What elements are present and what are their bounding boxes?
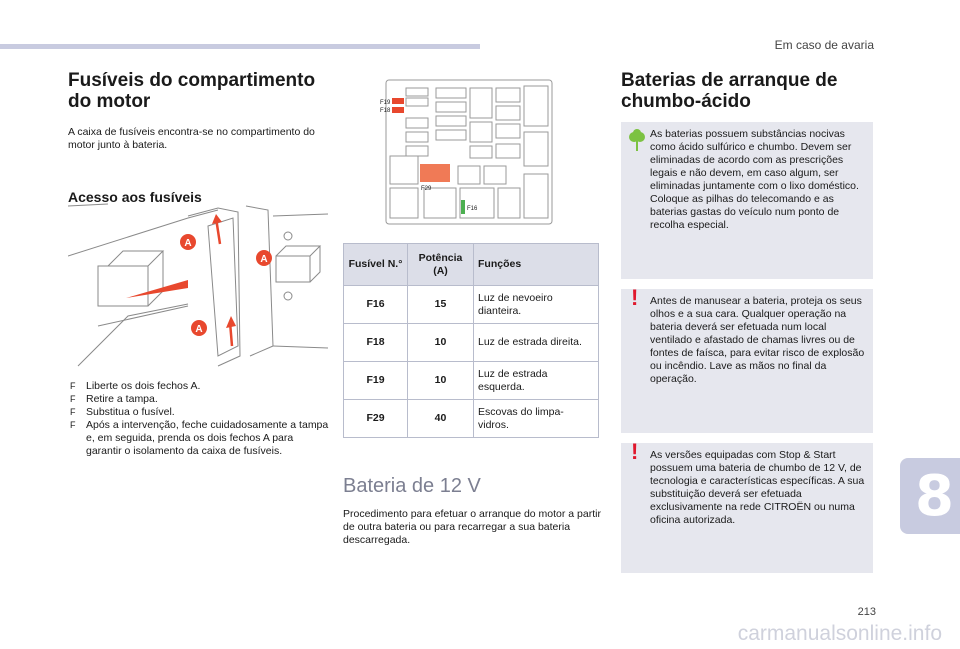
fuse-box-diagram: F19 F18 F29 F16: [380, 79, 553, 225]
stop-start-warning: ! As versões equipadas com Stop & Start …: [621, 439, 873, 573]
table-row: F18 10 Luz de estrada direita.: [343, 323, 599, 362]
fuse-label-f18: F18: [380, 108, 391, 114]
table-header-row: Fusível N.° Potência (A) Funções: [343, 243, 599, 286]
power-cell: 10: [407, 323, 474, 362]
fuse-cell: F29: [343, 399, 408, 438]
fuse-cover-illustration: A A A: [68, 203, 328, 367]
column-header-power: Potência (A): [407, 243, 474, 286]
battery-section-text: Procedimento para efetuar o arranque do …: [343, 508, 601, 546]
environment-notice: As baterias possuem substâncias nocivas …: [621, 122, 873, 279]
fuse-cell: F18: [343, 323, 408, 362]
intro-text: A caixa de fusíveis encontra-se no compa…: [68, 126, 315, 151]
column-header-fuse: Fusível N.°: [343, 243, 408, 286]
fuse-label-f29: F29: [421, 186, 432, 192]
label-a-3: A: [195, 324, 202, 335]
bullet-icon: F: [70, 420, 76, 430]
warning-icon: !: [631, 439, 639, 464]
right-section-title: Baterias de arranque de chumbo-ácido: [621, 70, 838, 112]
column-header-function: Funções: [473, 243, 599, 286]
table-row: F16 15 Luz de nevoeiro dianteira.: [343, 285, 599, 324]
step-text: Substitua o fusível.: [86, 406, 175, 418]
power-cell: 10: [407, 361, 474, 400]
page-title: Fusíveis do compartimento do motor: [68, 70, 316, 112]
bullet-icon: F: [70, 407, 76, 417]
left-column: Fusíveis do compartimento do motor A cai…: [68, 70, 328, 205]
fuse-table: Fusível N.° Potência (A) Funções F16 15 …: [343, 243, 599, 438]
table-row: F19 10 Luz de estrada esquerda.: [343, 361, 599, 400]
watermark: carmanualsonline.info: [737, 622, 942, 645]
header-bar: [0, 44, 480, 49]
fuse-label-f19: F19: [380, 100, 391, 106]
function-cell: Escovas do limpa-vidros.: [473, 399, 599, 438]
fuse-cell: F16: [343, 285, 408, 324]
list-item: F Retire a tampa.: [70, 393, 330, 406]
stop-start-warning-text: As versões equipadas com Stop & Start po…: [650, 449, 865, 526]
chapter-tab: 8: [900, 458, 960, 534]
section-title: Em caso de avaria: [774, 38, 874, 52]
bullet-icon: F: [70, 394, 76, 404]
power-cell: 15: [407, 285, 474, 324]
warning-icon: !: [631, 285, 639, 310]
bullet-icon: F: [70, 381, 76, 391]
function-cell: Luz de nevoeiro dianteira.: [473, 285, 599, 324]
list-item: F Substitua o fusível.: [70, 406, 330, 419]
step-text: Retire a tampa.: [86, 393, 158, 405]
fuse-label-f16: F16: [467, 206, 478, 212]
table-row: F29 40 Escovas do limpa-vidros.: [343, 399, 599, 438]
section-subtitle: Acesso aos fusíveis: [68, 189, 202, 205]
power-cell: 40: [407, 399, 474, 438]
list-item: F Liberte os dois fechos A.: [70, 380, 330, 393]
step-text: Após a intervenção, feche cuidadosamente…: [86, 419, 329, 457]
battery-section-title: Bateria de 12 V: [343, 475, 481, 497]
function-cell: Luz de estrada direita.: [473, 323, 599, 362]
list-item: F Após a intervenção, feche cuidadosament…: [70, 419, 330, 458]
environment-notice-text: As baterias possuem substâncias nocivas …: [650, 128, 859, 231]
tree-icon: [629, 129, 645, 151]
safety-warning: ! Antes de manusear a bateria, proteja o…: [621, 285, 873, 433]
function-cell: Luz de estrada esquerda.: [473, 361, 599, 400]
safety-warning-text: Antes de manusear a bateria, proteja os …: [650, 295, 865, 385]
label-a-1: A: [184, 238, 191, 249]
step-text: Liberte os dois fechos A.: [86, 380, 201, 392]
page-number: 213: [857, 606, 876, 618]
steps-list: F Liberte os dois fechos A. F Retire a tam…: [70, 380, 330, 458]
fuse-cell: F19: [343, 361, 408, 400]
label-a-2: A: [260, 254, 267, 265]
chapter-number: 8: [915, 464, 954, 529]
